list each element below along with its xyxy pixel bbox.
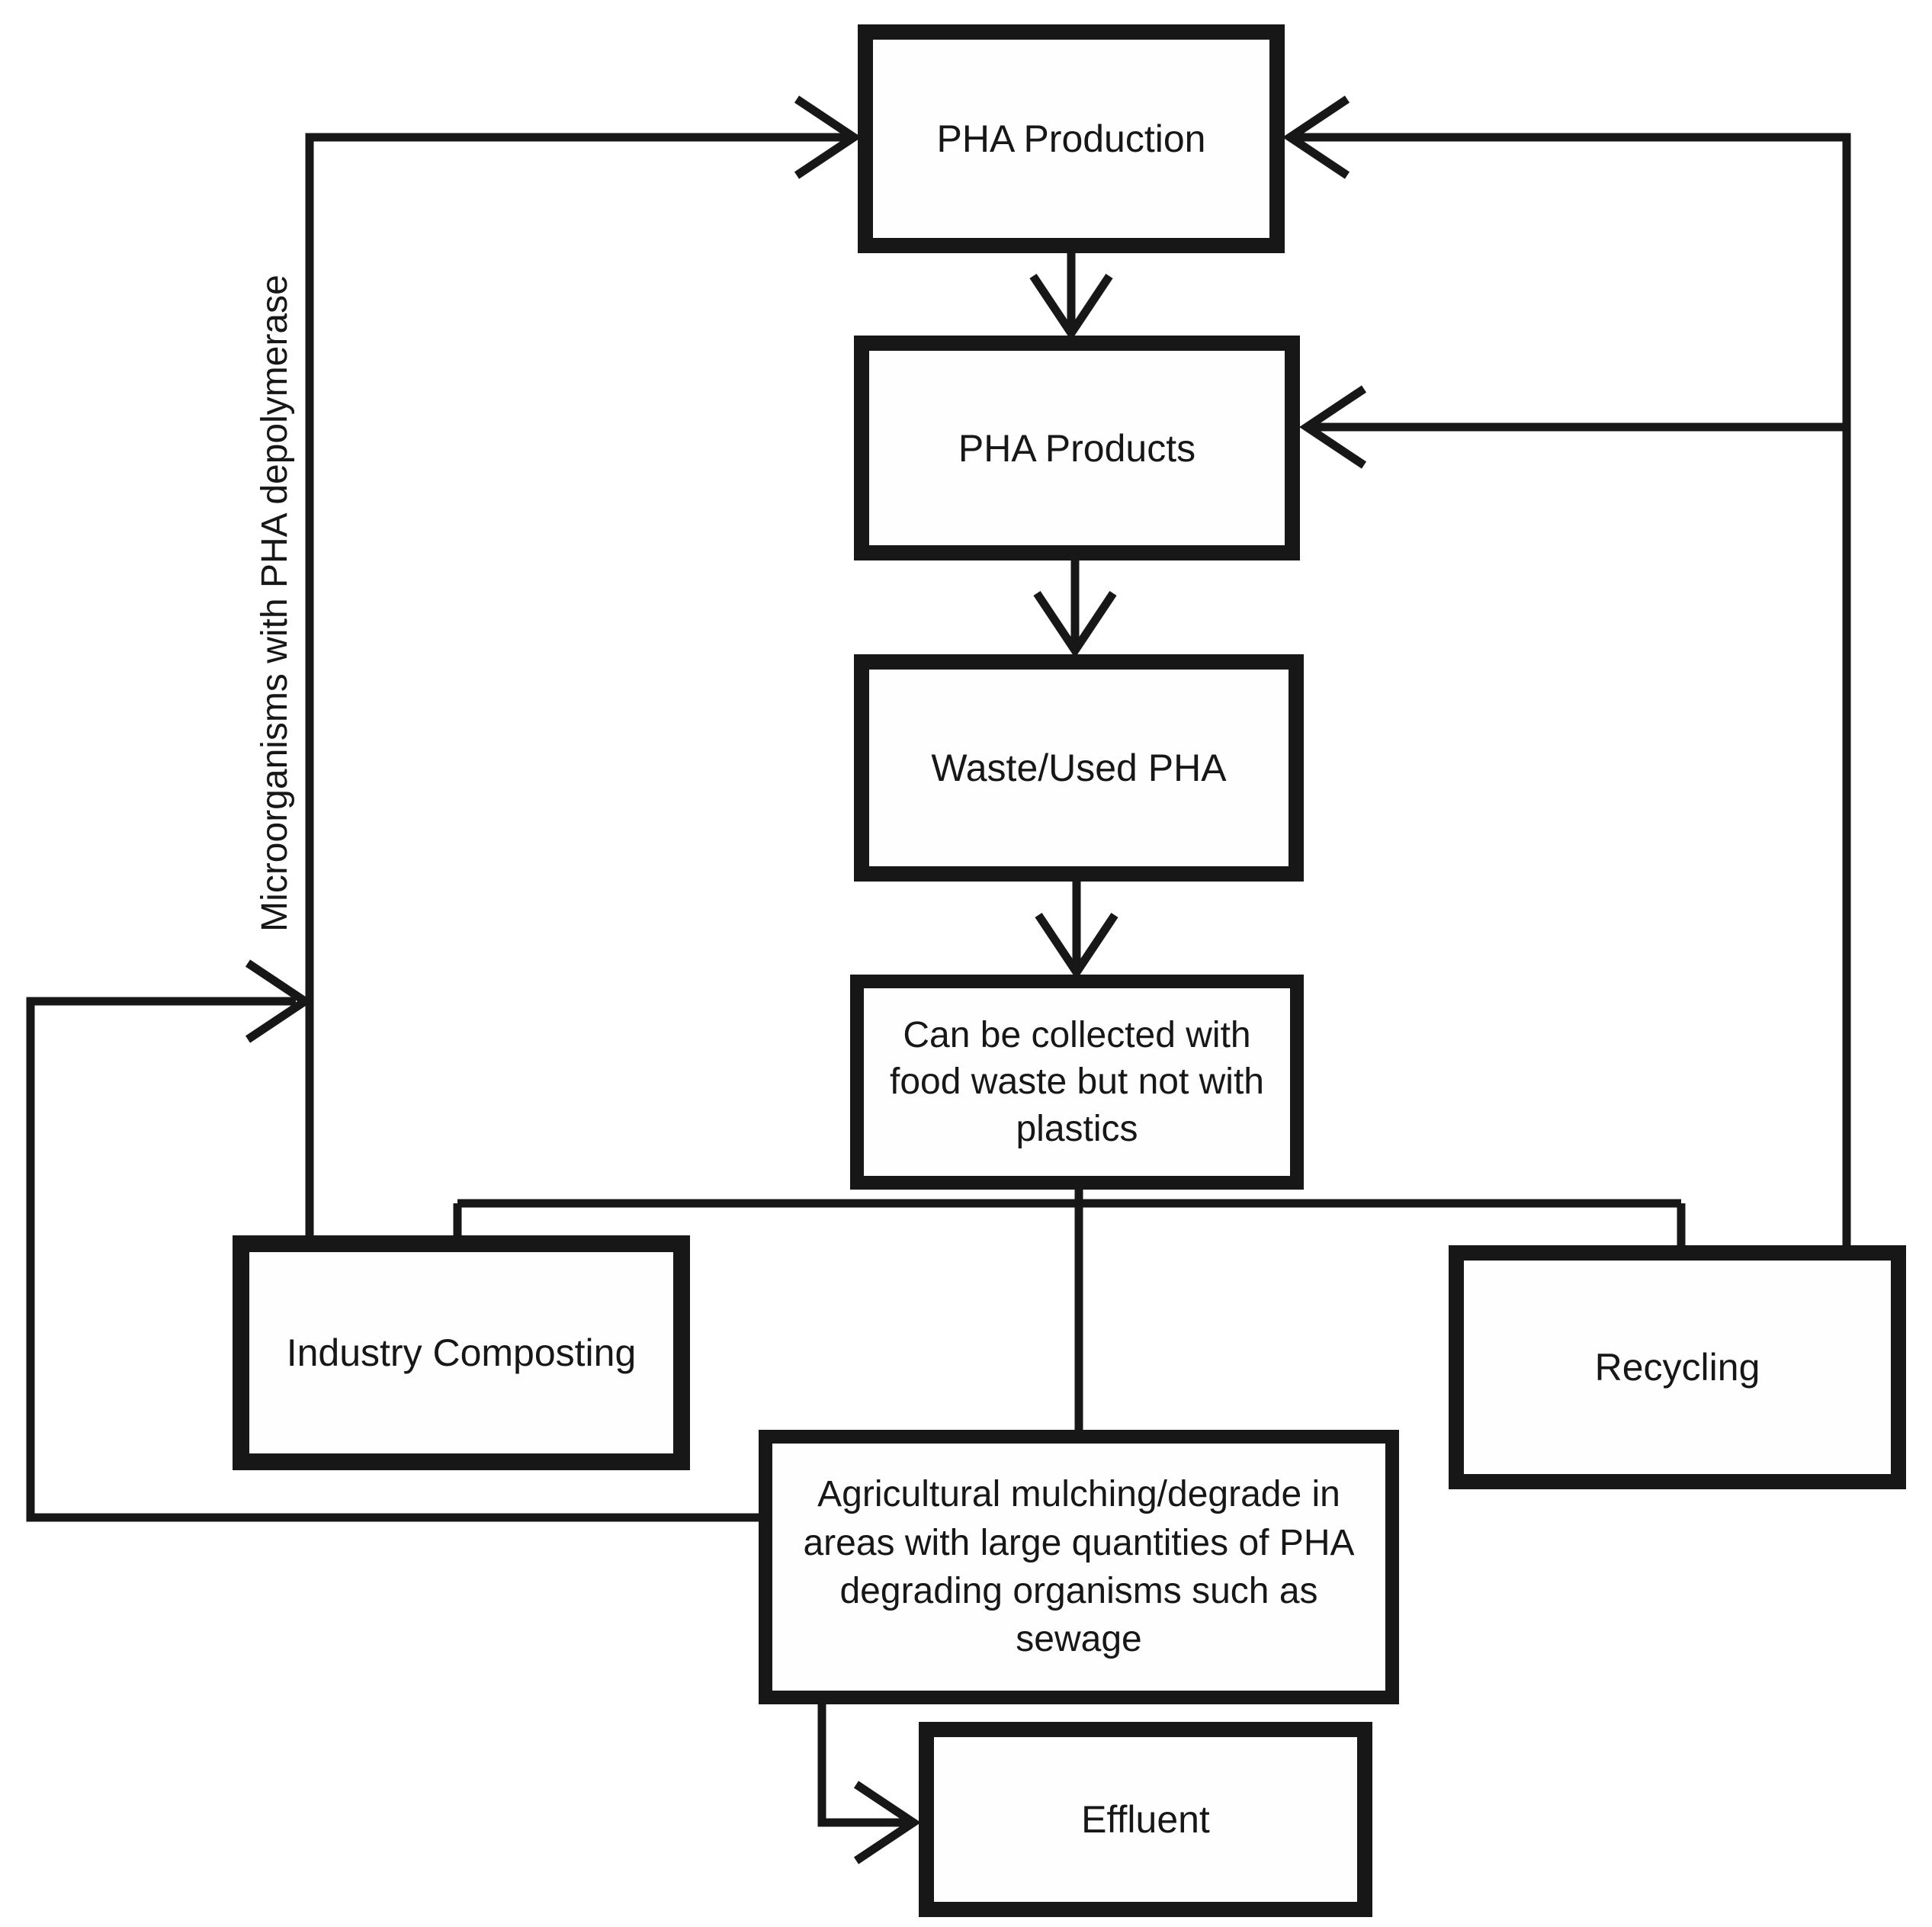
right-arrowhead-icon — [853, 1781, 921, 1864]
node-recycling: Recycling — [1449, 1245, 1906, 1489]
node-label: Industry Composting — [286, 1331, 637, 1374]
node-waste-used-pha: Waste/Used PHA — [854, 654, 1304, 882]
node-label: Effluent — [1081, 1798, 1210, 1841]
node-agricultural-mulching: Agricultural mulching/degrade in areas w… — [759, 1430, 1399, 1704]
down-arrowhead-icon — [1029, 273, 1113, 341]
edge-industry-to-production-line — [305, 133, 848, 1235]
node-label: Waste/Used PHA — [931, 747, 1227, 789]
microorganisms-edge-label: Microorganisms with PHA depolymerase — [254, 275, 295, 932]
edge-agricultural-to-effluent-line — [817, 1704, 906, 1827]
node-industry-composting: Industry Composting — [233, 1235, 690, 1470]
down-arrowhead-icon — [1035, 912, 1118, 980]
left-arrowhead-icon — [1282, 95, 1350, 179]
edge-recycling-to-production-line — [1296, 133, 1851, 1245]
node-collection-note: Can be collected with food waste but not… — [850, 975, 1304, 1190]
right-arrowhead-icon — [245, 959, 313, 1043]
node-label: PHA Products — [958, 426, 1196, 470]
node-label: PHA Production — [936, 117, 1206, 160]
node-label: Agricultural mulching/degrade in areas w… — [803, 1474, 1355, 1660]
node-pha-production: PHA Production — [858, 24, 1285, 253]
node-pha-products: PHA Products — [854, 336, 1300, 560]
edge-agricultural-to-microorganisms-line — [26, 997, 759, 1522]
node-effluent: Effluent — [919, 1722, 1372, 1917]
left-arrowhead-icon — [1299, 385, 1367, 469]
right-arrowhead-icon — [794, 95, 862, 179]
node-label: Recycling — [1594, 1346, 1760, 1389]
node-label: Can be collected with food waste but not… — [890, 1014, 1264, 1149]
down-arrowhead-icon — [1033, 590, 1117, 658]
